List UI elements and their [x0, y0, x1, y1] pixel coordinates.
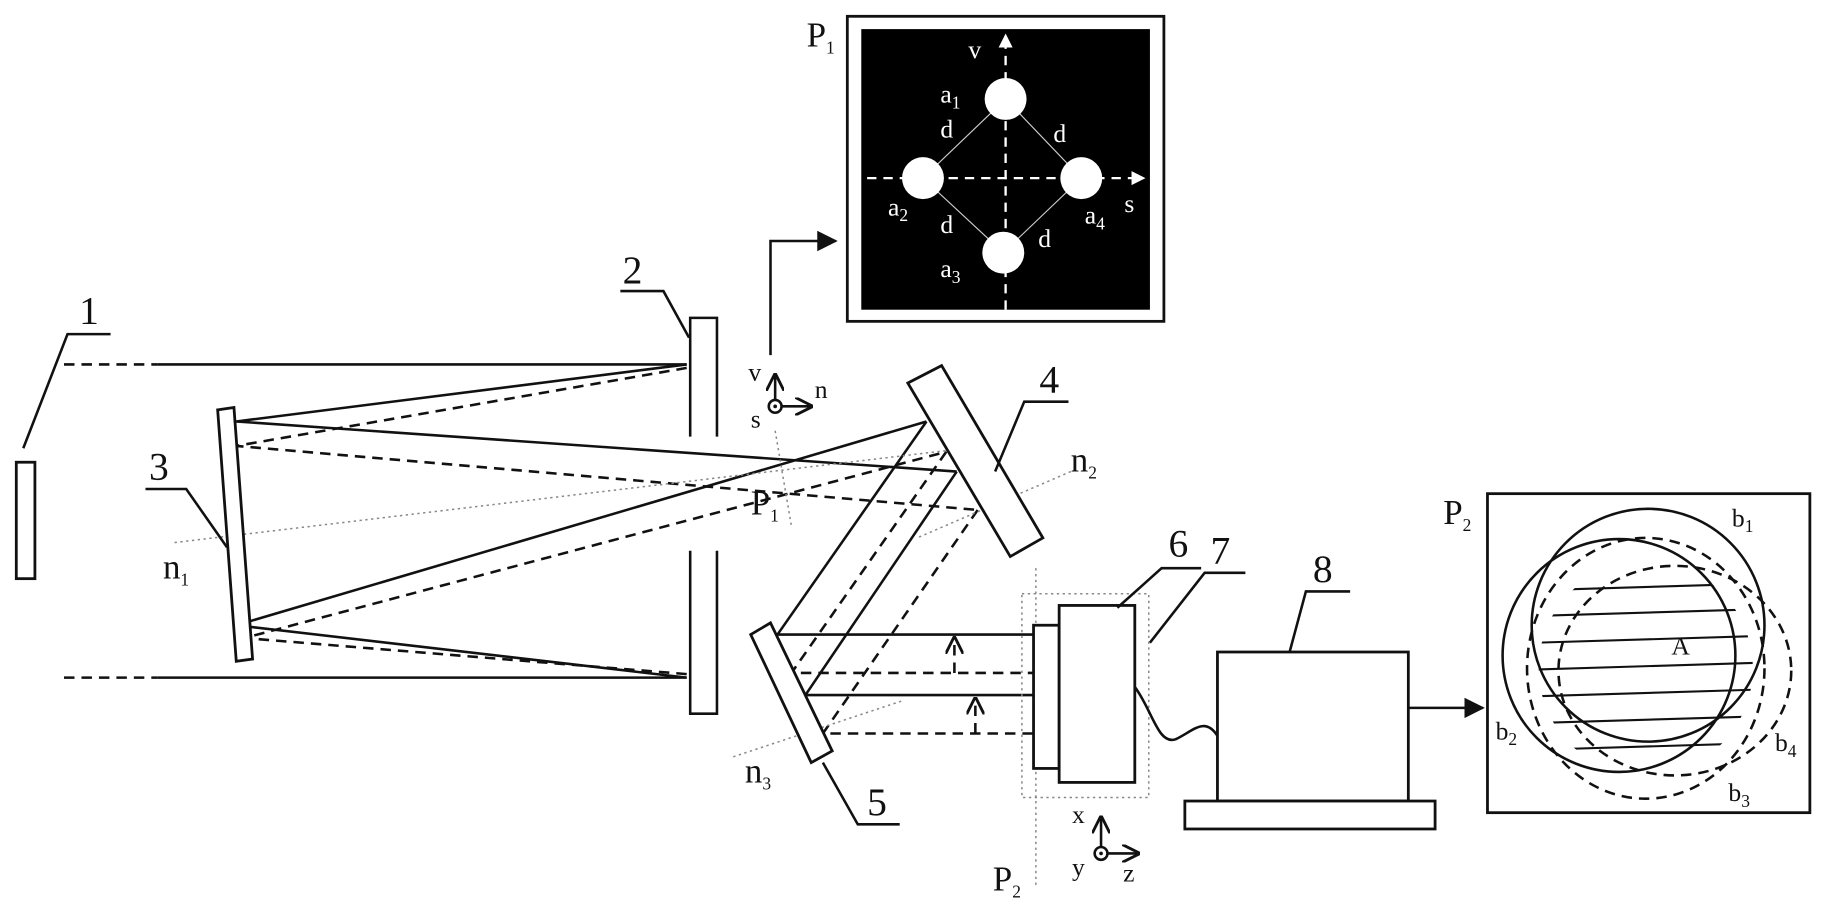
- label-n2: n2: [1071, 441, 1097, 483]
- spot-a3: [982, 232, 1024, 274]
- svg-text:d: d: [940, 114, 953, 143]
- inset-p2: P2 b1 b2 b3 b4 A: [1443, 493, 1810, 813]
- label-p1: P1: [751, 484, 779, 526]
- beam-paths: [64, 364, 1034, 733]
- label-2: 2: [623, 248, 643, 292]
- label-overlap-a: A: [1671, 631, 1690, 660]
- leader-5: [823, 763, 900, 825]
- p2-axes: x y z: [1072, 800, 1138, 887]
- svg-text:P2: P2: [1443, 493, 1471, 535]
- component-8-processor: [1217, 652, 1408, 801]
- component-3-mirror: [218, 408, 253, 662]
- component-8-base: [1185, 801, 1435, 829]
- component-4-mirror: [908, 366, 1043, 557]
- label-1: 1: [79, 289, 99, 333]
- inset-p1: P1 v s a1 a2 a3 a4 d d d d: [807, 16, 1164, 322]
- label-7: 7: [1210, 529, 1230, 573]
- label-4: 4: [1039, 357, 1059, 401]
- component-2-mirror: [690, 318, 717, 714]
- spot-a4: [1060, 157, 1102, 199]
- label-p2: P2: [993, 860, 1021, 900]
- component-5-mirror: [751, 623, 832, 763]
- svg-text:d: d: [940, 210, 953, 239]
- svg-text:y: y: [1072, 853, 1085, 882]
- svg-text:z: z: [1123, 858, 1134, 887]
- label-8: 8: [1313, 547, 1333, 591]
- leader-4: [995, 402, 1068, 472]
- svg-text:v: v: [748, 358, 761, 387]
- spot-a2: [902, 157, 944, 199]
- leader-2: [620, 291, 689, 338]
- label-3: 3: [149, 445, 169, 489]
- leader-3: [145, 489, 226, 547]
- svg-text:n: n: [815, 375, 828, 404]
- p1-axes: v n s: [748, 358, 827, 434]
- label-n1: n1: [163, 548, 189, 590]
- normal-line-n1: [175, 448, 966, 542]
- component-6-detector: [1059, 605, 1135, 782]
- svg-text:s: s: [751, 404, 761, 433]
- label-6: 6: [1169, 522, 1189, 566]
- svg-text:d: d: [1053, 119, 1066, 148]
- label-5: 5: [867, 780, 887, 824]
- svg-text:v: v: [968, 35, 981, 64]
- leader-8: [1290, 591, 1351, 652]
- component-6-window: [1034, 625, 1060, 768]
- label-n3: n3: [745, 751, 771, 793]
- svg-text:P1: P1: [807, 16, 835, 58]
- svg-text:x: x: [1072, 800, 1085, 829]
- component-1-source: [16, 462, 35, 578]
- svg-text:s: s: [1124, 189, 1134, 218]
- spot-a1: [985, 78, 1027, 120]
- signal-cable: [1135, 687, 1218, 740]
- p1-inset-pointer-arrow: [771, 241, 836, 355]
- svg-text:d: d: [1038, 224, 1051, 253]
- leader-6: [1117, 568, 1201, 608]
- leader-7: [1150, 573, 1245, 643]
- leader-1: [23, 334, 110, 448]
